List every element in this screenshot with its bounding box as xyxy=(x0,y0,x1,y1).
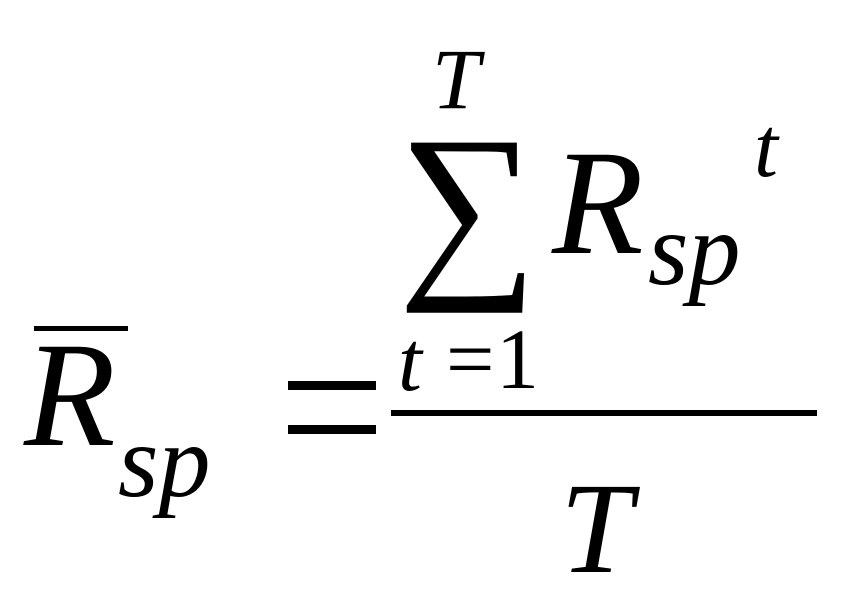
numerator-superscript: t xyxy=(754,99,778,195)
fraction-bar xyxy=(391,410,817,416)
equals-sign-top-bar xyxy=(288,381,376,390)
lhs-overline xyxy=(34,326,128,331)
sum-lower-limit-value: 1 xyxy=(496,311,539,407)
numerator-symbol: R xyxy=(552,120,644,286)
sum-upper-limit: T xyxy=(432,31,480,127)
lhs-subscript: sp xyxy=(118,404,211,519)
summation-sigma: ∑ xyxy=(398,97,538,314)
denominator: T xyxy=(560,457,633,601)
numerator-subscript: sp xyxy=(648,192,741,307)
sum-lower-limit-variable: t xyxy=(398,313,422,409)
sum-lower-limit-equals: = xyxy=(446,311,495,407)
lhs-symbol: R xyxy=(24,312,116,478)
equals-sign-bottom-bar xyxy=(288,425,376,434)
